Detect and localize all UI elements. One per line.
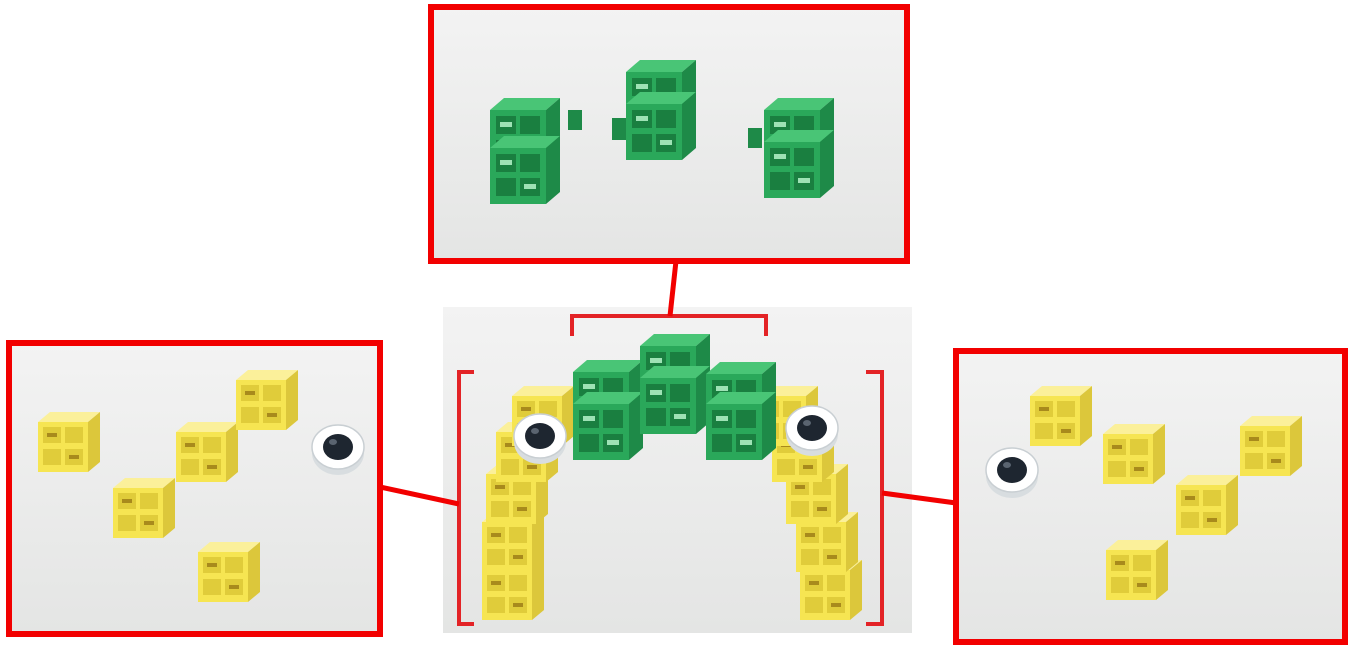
green-cube-1 <box>490 98 582 204</box>
eye-left <box>513 413 567 465</box>
connector-right <box>881 490 957 506</box>
connector-top <box>667 260 679 317</box>
yellow-cube-7 <box>1103 424 1165 484</box>
right-panel <box>953 348 1348 645</box>
bracket-top <box>570 314 768 336</box>
right-panel-frame <box>953 348 1348 645</box>
yellow-cube-4 <box>236 370 298 430</box>
eye-piece-right <box>985 447 1039 499</box>
yellow-cube-3 <box>176 422 238 482</box>
green-cube-3 <box>748 98 834 198</box>
left-panel-photo <box>9 343 380 634</box>
green-cube-2 <box>612 60 696 160</box>
center-panel <box>443 307 912 633</box>
yellow-cube-2 <box>113 478 175 538</box>
yellow-cube-6 <box>1030 386 1092 446</box>
bracket-right <box>866 370 884 626</box>
top-panel <box>428 4 910 264</box>
top-panel-frame <box>428 4 910 264</box>
yellow-cube-8 <box>1176 475 1238 535</box>
eye-right <box>785 405 839 457</box>
yellow-cube-5 <box>198 542 260 602</box>
yellow-cube-9 <box>1240 416 1302 476</box>
eye-piece-left <box>311 424 365 476</box>
yellow-cube-1 <box>38 412 100 472</box>
left-panel <box>6 340 383 637</box>
connector-left <box>379 484 460 507</box>
bracket-left <box>457 370 474 626</box>
yellow-cube-10 <box>1106 540 1168 600</box>
